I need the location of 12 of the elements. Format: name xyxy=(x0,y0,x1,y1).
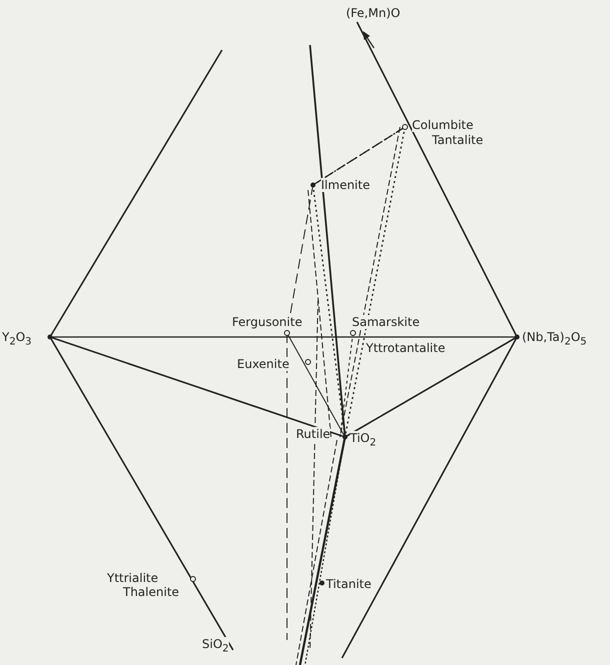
mineral-label: Thalenite xyxy=(123,585,180,599)
mineral-label: (Fe,Mn)O xyxy=(346,6,400,20)
mineral-label: Tantalite xyxy=(432,133,484,147)
mineral-label: Columbite xyxy=(412,118,474,132)
mineral-label: Rutile xyxy=(296,427,330,441)
mineral-label: Samarskite xyxy=(352,315,420,329)
mineral-label: Yttrotantalite xyxy=(366,341,446,355)
mineral-label: Ilmenite xyxy=(321,178,370,192)
mineral-label: Titanite xyxy=(326,577,372,591)
mineral-label: Euxenite xyxy=(237,357,290,371)
mineral-label: Yttrialite xyxy=(107,571,158,585)
mineral-label: Fergusonite xyxy=(232,315,302,329)
